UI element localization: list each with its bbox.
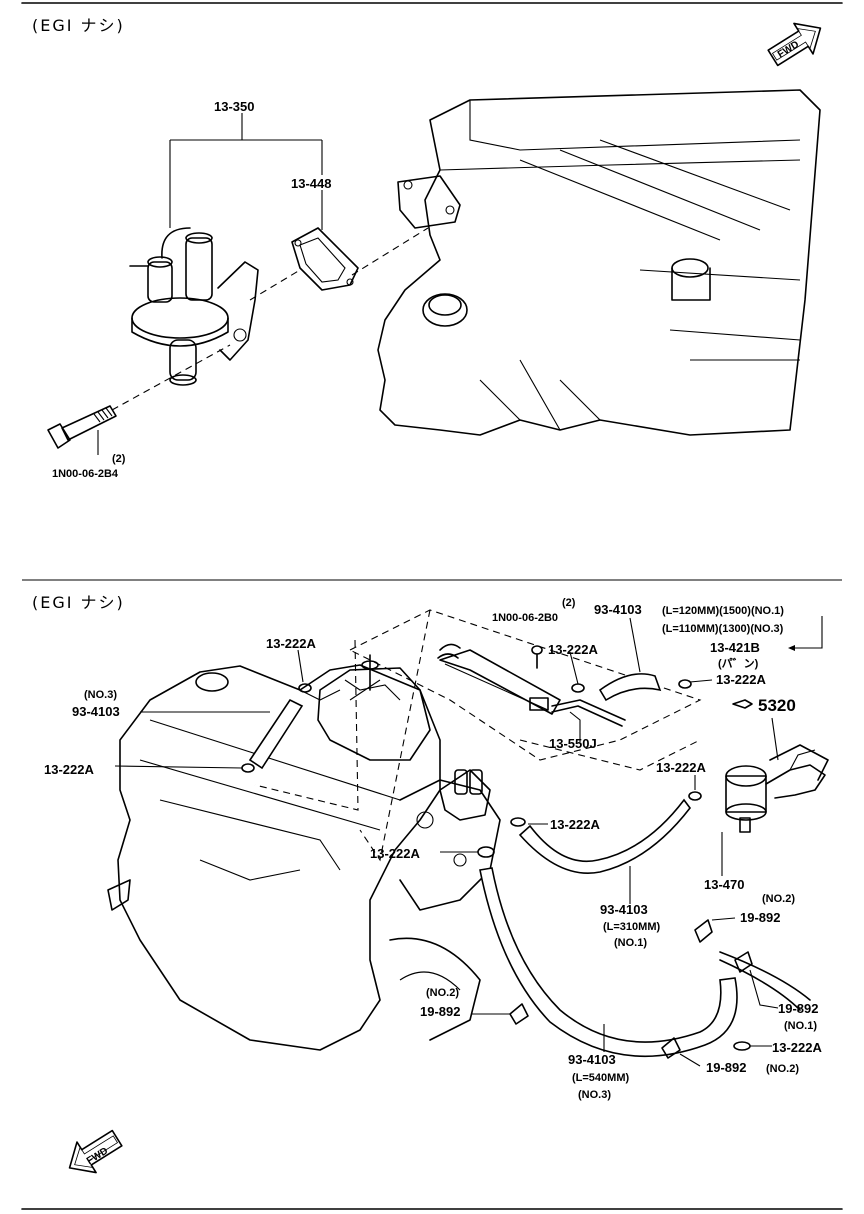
label-13-448: 13-448 bbox=[291, 176, 331, 191]
label-hose-mid-no: (NO.1) bbox=[614, 937, 647, 949]
label-13-222A-3: 13-222A bbox=[548, 642, 598, 657]
pump-bolt bbox=[47, 405, 117, 449]
fuel-line-2 bbox=[719, 959, 801, 1011]
engine-upper bbox=[377, 89, 821, 436]
clamp-icon bbox=[509, 919, 753, 1059]
align-line-gasket bbox=[351, 227, 429, 276]
fwd-label-lower: FWD bbox=[85, 1146, 110, 1167]
label-13-222A-8: 13-222A bbox=[772, 1040, 822, 1055]
fwd-arrow-icon: FWD bbox=[767, 22, 822, 67]
label-hose-set-note: (パ゛ン) bbox=[718, 656, 759, 670]
label-93-4103-mid: 93-4103 bbox=[600, 902, 648, 917]
label-93-4103-top: 93-4103 bbox=[594, 602, 642, 617]
section-title-upper: (EGI ナシ) bbox=[32, 16, 125, 35]
plug-hole bbox=[422, 293, 468, 327]
dashed-region-c bbox=[359, 609, 431, 862]
label-19-892-2: 19-892 bbox=[420, 1004, 460, 1019]
label-no3-tag: (NO.3) bbox=[84, 689, 117, 701]
oil-filler-cap bbox=[671, 258, 709, 278]
label-19-892-3: 19-892 bbox=[778, 1001, 818, 1016]
filter-bracket bbox=[769, 744, 829, 781]
engine-flange bbox=[397, 175, 461, 229]
hose-long bbox=[479, 867, 738, 1058]
label-13-222A-2: 13-222A bbox=[44, 762, 94, 777]
label-5320: 5320 bbox=[758, 696, 796, 715]
label-13-350: 13-350 bbox=[214, 99, 254, 114]
label-bolt-qty: (2) bbox=[112, 453, 126, 465]
section-title-lower: (EGI ナシ) bbox=[32, 593, 125, 612]
leaders-lower bbox=[114, 616, 823, 1067]
clip-icon bbox=[241, 679, 751, 1051]
label-13-421B: 13-421B bbox=[710, 640, 760, 655]
label-clamp2-no: (NO.2) bbox=[426, 987, 459, 999]
label-hose-mid-len: (L=310MM) bbox=[603, 921, 660, 933]
fuel-pump-lower bbox=[317, 654, 491, 821]
label-hose-low-no: (NO.3) bbox=[578, 1089, 611, 1101]
fuel-pipe-bracket bbox=[437, 643, 626, 727]
label-spec2: (L=110MM)(1300)(NO.3) bbox=[662, 623, 784, 635]
dashed-region-b bbox=[254, 639, 359, 811]
pump-gasket bbox=[291, 227, 359, 291]
label-bolt2-qty: (2) bbox=[562, 597, 576, 609]
label-hose-low-len: (L=540MM) bbox=[572, 1072, 629, 1084]
label-13-222A-6: 13-222A bbox=[550, 817, 600, 832]
align-line-bolt bbox=[111, 344, 231, 411]
label-1N00-06-2B4: 1N00-06-2B4 bbox=[52, 468, 119, 480]
label-93-4103-low: 93-4103 bbox=[568, 1052, 616, 1067]
label-clamp4-no: (NO.2) bbox=[766, 1063, 799, 1075]
label-clamp1-no: (NO.2) bbox=[762, 893, 795, 905]
label-13-222A-1: 13-222A bbox=[266, 636, 316, 651]
label-93-4103-no3: 93-4103 bbox=[72, 704, 120, 719]
fwd-arrow-lower-icon bbox=[68, 1129, 123, 1174]
label-13-550J: 13-550J bbox=[549, 736, 597, 751]
label-13-222A-7: 13-222A bbox=[370, 846, 420, 861]
engine-lower bbox=[107, 664, 501, 1051]
label-spec1: (L=120MM)(1500)(NO.1) bbox=[662, 605, 784, 617]
label-19-892-4: 19-892 bbox=[706, 1060, 746, 1075]
hose-mid bbox=[518, 798, 692, 874]
hose-no3-left bbox=[248, 698, 304, 770]
hose-top bbox=[598, 673, 662, 702]
fuel-line-1 bbox=[719, 951, 811, 1001]
label-19-892-1: 19-892 bbox=[740, 910, 780, 925]
label-13-222A-4: 13-222A bbox=[716, 672, 766, 687]
align-line-pump bbox=[249, 269, 301, 301]
label-clamp3-no: (NO.1) bbox=[784, 1020, 817, 1032]
leader-13-350 bbox=[169, 113, 323, 228]
pointing-hand-icon bbox=[732, 699, 753, 709]
label-1N00-06-2B0: 1N00-06-2B0 bbox=[492, 612, 558, 624]
arrow-head-icon bbox=[788, 645, 795, 651]
fuel-pump bbox=[129, 227, 259, 386]
label-13-470: 13-470 bbox=[704, 877, 744, 892]
label-13-222A-5: 13-222A bbox=[656, 760, 706, 775]
fuel-filter bbox=[725, 749, 826, 833]
dashed-region-d bbox=[519, 739, 701, 771]
